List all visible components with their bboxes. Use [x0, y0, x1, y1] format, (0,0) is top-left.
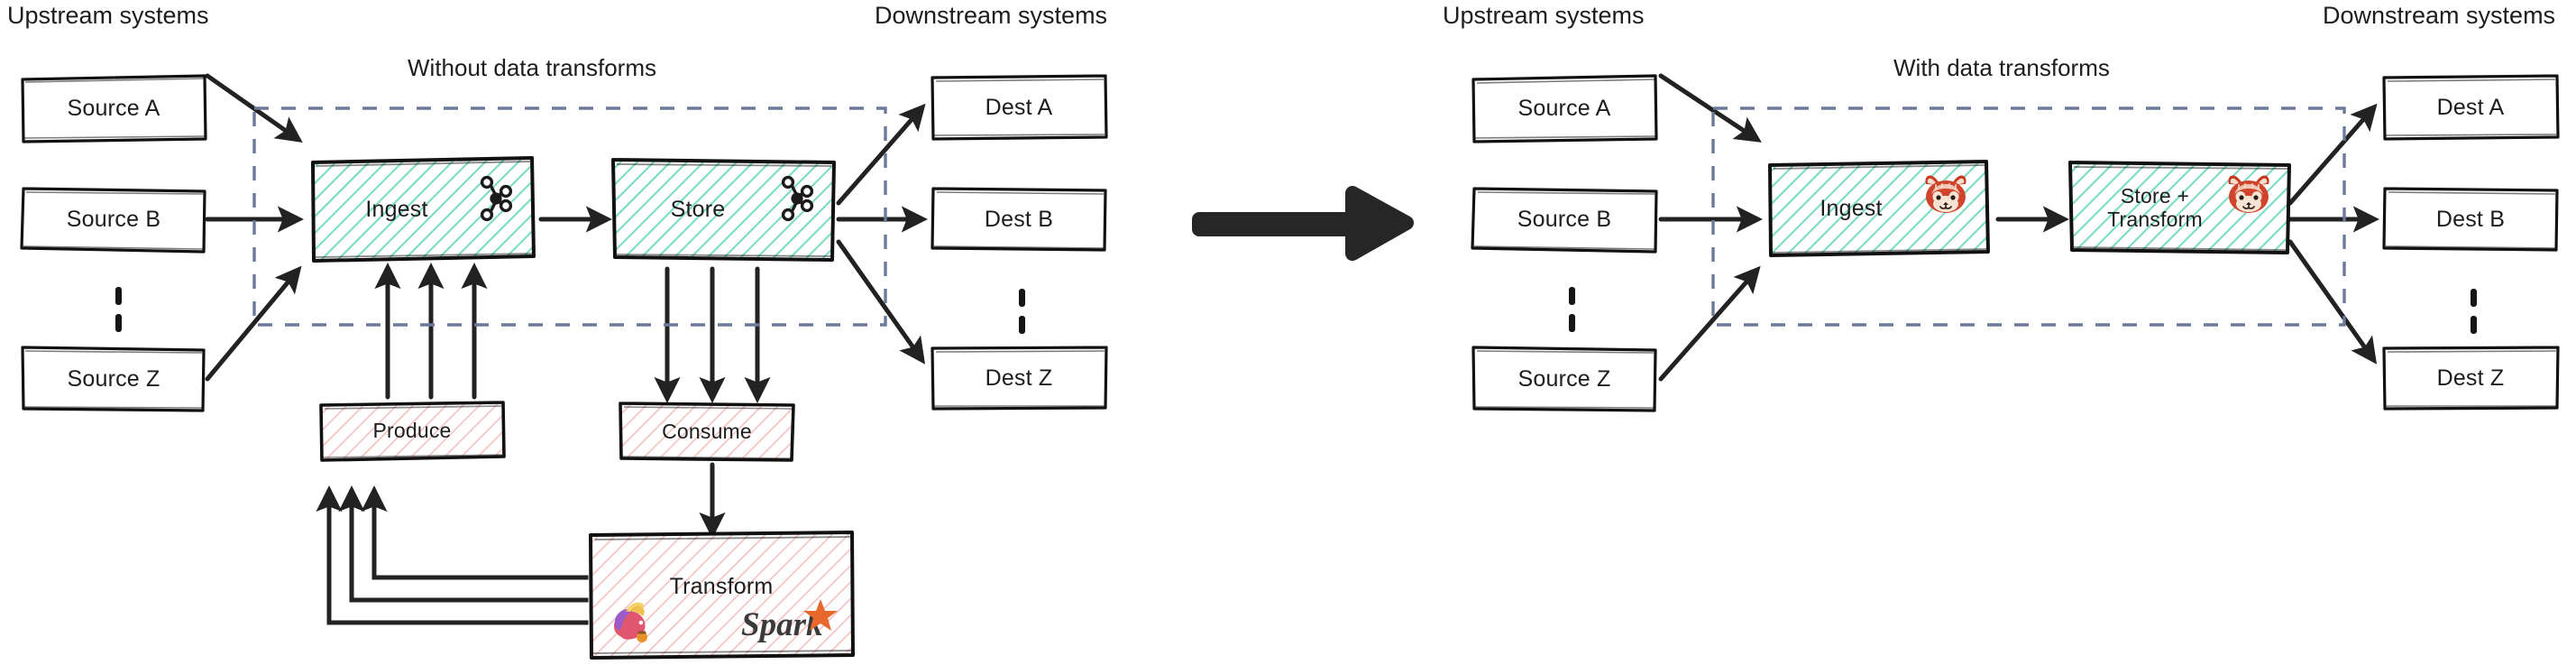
- node-dest-b-left[interactable]: Dest B: [929, 186, 1109, 253]
- downstream-caption-right: Downstream systems: [2323, 2, 2556, 29]
- node-label: Store + Transform: [2107, 184, 2203, 231]
- node-store-transform-right[interactable]: Store + Transform: [2067, 159, 2292, 258]
- node-label: Ingest: [365, 197, 428, 222]
- panel-title-right: With data transforms: [1893, 54, 2110, 81]
- kafka-icon: [777, 175, 817, 222]
- node-produce[interactable]: Produce: [317, 401, 507, 462]
- box-outline: [929, 186, 1109, 253]
- node-label: Source A: [67, 96, 160, 121]
- node-label: Dest A: [2436, 95, 2505, 120]
- redpanda-icon: [2225, 173, 2272, 215]
- node-label: Produce: [372, 419, 452, 443]
- upstream-caption-right: Upstream systems: [1443, 2, 1645, 29]
- box-outline: [1470, 345, 1659, 413]
- box-outline: [20, 345, 207, 413]
- node-source-z-right[interactable]: Source Z: [1470, 345, 1659, 413]
- node-label: Source Z: [67, 366, 160, 392]
- flink-icon: [606, 599, 658, 648]
- upstream-caption-left: Upstream systems: [7, 2, 209, 29]
- node-source-b-right[interactable]: Source B: [1470, 185, 1659, 254]
- node-label: Dest B: [2435, 207, 2506, 232]
- box-outline: [1470, 185, 1659, 254]
- box-outline: [617, 401, 797, 464]
- node-source-a-left[interactable]: Source A: [20, 74, 207, 143]
- node-consume[interactable]: Consume: [617, 401, 797, 464]
- redpanda-icon: [1922, 173, 1969, 215]
- node-label: Ingest: [1820, 196, 1883, 221]
- node-transform[interactable]: Transform Spark: [586, 531, 857, 660]
- box-outline: [20, 185, 207, 254]
- box-outline: [1470, 74, 1659, 143]
- node-label: Dest Z: [985, 365, 1053, 391]
- box-outline: [2380, 345, 2561, 411]
- node-dest-z-left[interactable]: Dest Z: [929, 345, 1109, 411]
- node-ingest-right[interactable]: Ingest: [1765, 159, 1991, 258]
- box-outline: [929, 74, 1109, 141]
- node-label: Dest B: [984, 207, 1054, 232]
- node-label: Consume: [662, 420, 752, 444]
- node-label: Transform: [669, 574, 774, 599]
- box-outline: [2380, 74, 2561, 141]
- node-label: Source B: [1517, 207, 1612, 232]
- node-label: Dest A: [985, 95, 1053, 120]
- panel-title-left: Without data transforms: [408, 54, 656, 81]
- big-right-arrow-icon: [1192, 186, 1414, 261]
- node-label: Store: [670, 197, 726, 222]
- box-outline: [2380, 186, 2561, 253]
- node-source-a-right[interactable]: Source A: [1470, 74, 1659, 143]
- node-dest-a-left[interactable]: Dest A: [929, 74, 1109, 141]
- spark-icon: Spark: [741, 596, 842, 646]
- node-dest-z-right[interactable]: Dest Z: [2380, 345, 2561, 411]
- node-label: Source Z: [1517, 366, 1611, 392]
- node-source-z-left[interactable]: Source Z: [20, 345, 207, 413]
- node-store-left[interactable]: Store: [610, 155, 837, 263]
- node-source-b-left[interactable]: Source B: [20, 185, 207, 254]
- box-outline: [929, 345, 1109, 411]
- kafka-icon: [476, 175, 516, 222]
- node-label: Dest Z: [2436, 365, 2505, 391]
- downstream-caption-left: Downstream systems: [875, 2, 1108, 29]
- node-ingest-left[interactable]: Ingest: [308, 155, 536, 263]
- node-label: Source A: [1517, 96, 1611, 121]
- node-label: Source B: [66, 207, 161, 232]
- node-dest-b-right[interactable]: Dest B: [2380, 186, 2561, 253]
- box-outline: [317, 401, 507, 462]
- node-dest-a-right[interactable]: Dest A: [2380, 74, 2561, 141]
